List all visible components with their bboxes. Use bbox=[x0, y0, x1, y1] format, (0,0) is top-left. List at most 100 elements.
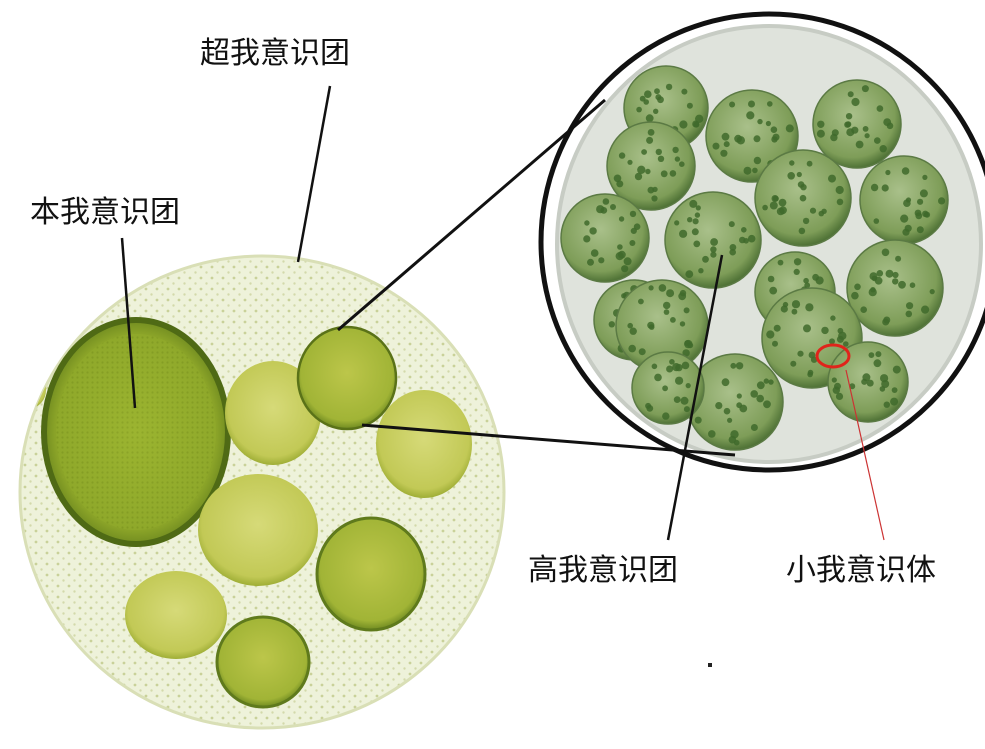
inset-cell-dot bbox=[708, 430, 716, 438]
inset-cell-dot bbox=[630, 328, 637, 335]
inset-cell-dot bbox=[906, 311, 913, 318]
inset-cell-dot bbox=[851, 127, 858, 134]
inset-cell-dot bbox=[924, 212, 929, 217]
inset-cell-dot bbox=[619, 152, 625, 158]
inset-cell-dot bbox=[646, 137, 653, 144]
large-daughter-colony bbox=[44, 320, 228, 544]
inset-cell-dot bbox=[893, 366, 901, 374]
inset-cell-dot bbox=[734, 440, 740, 446]
inset-cell-dot bbox=[790, 361, 796, 367]
inset-cell-dot bbox=[762, 205, 768, 211]
inset-cell-dot bbox=[631, 228, 637, 234]
inset-cell-dot bbox=[744, 167, 752, 175]
inset-cell-dot bbox=[651, 195, 657, 201]
inset-cell-dot bbox=[730, 363, 736, 369]
inset-cell-dot bbox=[654, 88, 660, 94]
inset-cell-dot bbox=[874, 359, 882, 367]
daughter-colony bbox=[198, 474, 318, 586]
inset-cell-dot bbox=[860, 306, 867, 313]
inset-cell-dot bbox=[906, 197, 911, 202]
inset-cell-dot bbox=[848, 91, 854, 97]
inset-cell-dot bbox=[769, 287, 777, 295]
inset-cell-dot bbox=[819, 211, 825, 217]
inset-cell-dot bbox=[686, 383, 691, 388]
inset-cell-dot bbox=[832, 377, 837, 382]
inset-cell-dot bbox=[750, 390, 758, 398]
inset-cell-dot bbox=[883, 317, 890, 324]
inset-cell-dot bbox=[617, 244, 623, 250]
inset-cell-dot bbox=[803, 324, 811, 332]
inset-cell-dot bbox=[892, 387, 898, 393]
inset-cell-dot bbox=[722, 378, 730, 386]
inset-cell-dot bbox=[627, 160, 632, 165]
inset-cell-dot bbox=[644, 90, 652, 98]
inset-cell-dot bbox=[898, 281, 906, 289]
inset-cell-dot bbox=[875, 277, 883, 285]
inset-cell-dot bbox=[915, 212, 922, 219]
inset-cell-dot bbox=[837, 336, 844, 343]
inset-cell-dot bbox=[616, 252, 624, 260]
label-superego: 超我意识团 bbox=[200, 36, 350, 71]
inset-cell-dot bbox=[666, 289, 674, 297]
inset-cell-dot bbox=[587, 259, 594, 266]
inset-cell-dot bbox=[748, 235, 756, 243]
inset-cell-dot bbox=[772, 195, 779, 202]
inset-cell-dot bbox=[938, 197, 945, 204]
inset-cell-dot bbox=[851, 98, 859, 106]
inset-cell-dot bbox=[748, 101, 755, 108]
daughter-colony bbox=[14, 372, 46, 408]
inset-cell-dot bbox=[774, 325, 781, 332]
inset-cell-dot bbox=[584, 220, 589, 225]
inset-cell-dot bbox=[786, 124, 794, 132]
inset-cell-dot bbox=[844, 122, 850, 128]
label-small-self: 小我意识体 bbox=[786, 553, 936, 588]
inset-cell-dot bbox=[666, 366, 673, 373]
magnified-inset bbox=[541, 14, 985, 470]
inset-cell-dot bbox=[805, 303, 813, 311]
inset-cell-dot bbox=[856, 141, 864, 149]
inset-cell-dot bbox=[600, 207, 607, 214]
inset-cell-dot bbox=[843, 341, 849, 347]
inset-cell-dot bbox=[695, 417, 702, 424]
inset-cell bbox=[847, 240, 943, 336]
inset-cell-dot bbox=[807, 372, 813, 378]
inset-cell-dot bbox=[736, 362, 743, 369]
inset-cell-dot bbox=[616, 180, 623, 187]
inset-cell-dot bbox=[800, 184, 806, 190]
inset-cell-dot bbox=[666, 84, 672, 90]
inset-cell-dot bbox=[836, 186, 844, 194]
inset-cell-dot bbox=[880, 374, 888, 382]
inset-cell-dot bbox=[680, 321, 685, 326]
inset-cell-dot bbox=[648, 129, 655, 136]
inset-cell-dot bbox=[696, 205, 701, 210]
inset-cell-dot bbox=[693, 122, 699, 128]
inset-cell-dot bbox=[643, 99, 649, 105]
inset-cell-dot bbox=[658, 156, 664, 162]
inset-cell-dot bbox=[862, 373, 870, 381]
inset-cell-dot bbox=[777, 208, 785, 216]
inset-cell-dot bbox=[583, 235, 590, 242]
inset-cell-dot bbox=[692, 228, 699, 235]
inset-cell-dot bbox=[739, 405, 747, 413]
inset-cell-dot bbox=[621, 265, 628, 272]
inset-cell-dot bbox=[656, 149, 662, 155]
inset-cell-dot bbox=[768, 276, 775, 283]
inset-cell-dot bbox=[892, 278, 898, 284]
inset-cell-dot bbox=[672, 147, 678, 153]
inset-cell-dot bbox=[800, 195, 807, 202]
inset-cell-dot bbox=[741, 227, 747, 233]
inset-cell-dot bbox=[746, 111, 754, 119]
inset-cell-dot bbox=[828, 175, 836, 183]
inset-cell-dot bbox=[722, 133, 730, 141]
inset-cell-dot bbox=[821, 327, 828, 334]
inset-cell-dot bbox=[885, 170, 890, 175]
inset-cell-dot bbox=[589, 227, 596, 234]
inset-cell-dot bbox=[794, 258, 801, 265]
inset-cell-dot bbox=[646, 114, 654, 122]
inset-cell-dot bbox=[902, 167, 910, 175]
inset-cell-dot bbox=[649, 285, 654, 290]
inset-cell-dot bbox=[799, 228, 806, 235]
inset-cell-dot bbox=[778, 260, 784, 266]
